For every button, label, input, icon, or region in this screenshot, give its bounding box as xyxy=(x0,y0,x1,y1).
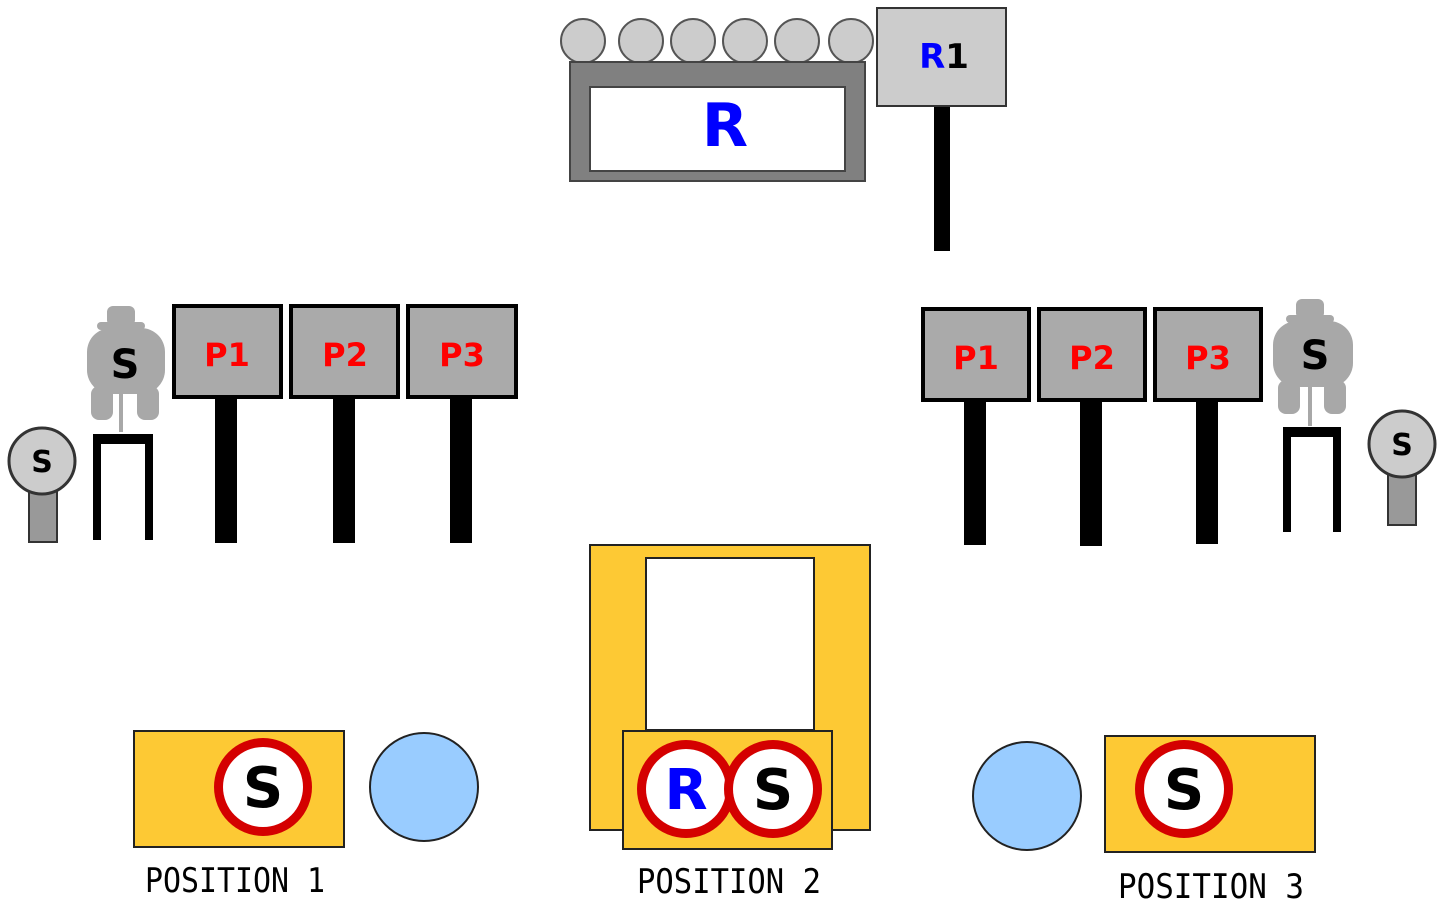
stand-head xyxy=(1367,409,1437,479)
panel-label: P2 xyxy=(1069,339,1115,377)
board-label-number: 1 xyxy=(945,37,969,77)
stand: S xyxy=(1367,409,1437,526)
marker: R xyxy=(637,740,735,838)
person-silhouette xyxy=(87,306,165,432)
panel-board xyxy=(289,304,400,399)
ball xyxy=(618,18,664,64)
position-1: S POSITION 1 xyxy=(133,730,479,901)
left-group: S S P1 xyxy=(7,304,518,543)
panel-post xyxy=(333,396,355,543)
ball xyxy=(722,18,768,64)
ball xyxy=(670,18,716,64)
position-label: POSITION 3 xyxy=(1118,867,1304,902)
referee-board: R1 xyxy=(876,7,1007,251)
position-label: POSITION 1 xyxy=(145,861,325,901)
board-label: R1 xyxy=(919,37,969,77)
board-post xyxy=(934,103,950,251)
stand: S xyxy=(7,426,77,543)
panel-post xyxy=(215,396,237,543)
marker: S xyxy=(214,738,312,836)
ball-marker xyxy=(972,741,1082,851)
ball xyxy=(774,18,820,64)
marker-label: S xyxy=(753,758,793,823)
chair xyxy=(1283,427,1341,532)
ball-marker xyxy=(369,732,479,842)
judge-panel: P3 xyxy=(406,304,518,543)
chair xyxy=(93,434,153,540)
panel-board xyxy=(406,304,518,399)
marker-label: S xyxy=(1164,758,1204,823)
referee-table: R xyxy=(560,18,874,182)
panel-board xyxy=(921,307,1031,402)
panel-label: P1 xyxy=(204,336,250,374)
panel-board xyxy=(172,304,283,399)
stand-label: S xyxy=(1391,428,1413,463)
booth-window xyxy=(645,557,815,731)
judge-panel: P1 xyxy=(921,307,1031,545)
panel-post xyxy=(964,399,986,545)
panel-label: P2 xyxy=(322,336,368,374)
marker: S xyxy=(724,740,822,838)
seated-person: S xyxy=(87,306,165,540)
judge-panel: P3 xyxy=(1153,307,1263,544)
right-group: P1 P2 P3 S xyxy=(921,299,1437,546)
panel-post xyxy=(1196,399,1218,544)
stand-label: S xyxy=(31,445,53,480)
marker: S xyxy=(1135,740,1233,838)
table-label: R xyxy=(702,91,748,161)
ball xyxy=(828,18,874,64)
person-label: S xyxy=(111,342,140,388)
judge-panel: P1 xyxy=(172,304,283,543)
judge-panel: P2 xyxy=(289,304,400,543)
board-panel xyxy=(876,7,1007,107)
table-screen xyxy=(589,86,846,172)
board-label-letter: R xyxy=(919,37,945,77)
marker-label: S xyxy=(243,756,283,821)
person-label: S xyxy=(1301,333,1330,379)
stand-post xyxy=(1387,470,1417,526)
ball-row xyxy=(560,18,874,64)
panel-board xyxy=(1153,307,1263,402)
ball xyxy=(560,18,606,64)
panel-label: P3 xyxy=(1185,339,1231,377)
person-silhouette xyxy=(1273,299,1353,426)
panel-label: P1 xyxy=(953,339,999,377)
marker-label: R xyxy=(664,758,707,823)
judge-panel: P2 xyxy=(1037,307,1147,546)
panel-post xyxy=(1080,399,1102,546)
panel-label: P3 xyxy=(439,336,485,374)
position-2: R S POSITION 2 xyxy=(589,544,871,902)
stand-head xyxy=(7,426,77,496)
stand-post xyxy=(28,487,58,543)
position-3: S POSITION 3 xyxy=(972,735,1316,902)
seated-person: S xyxy=(1273,299,1353,532)
panel-post xyxy=(450,396,472,543)
position-label: POSITION 2 xyxy=(637,862,821,902)
panel-board xyxy=(1037,307,1147,402)
